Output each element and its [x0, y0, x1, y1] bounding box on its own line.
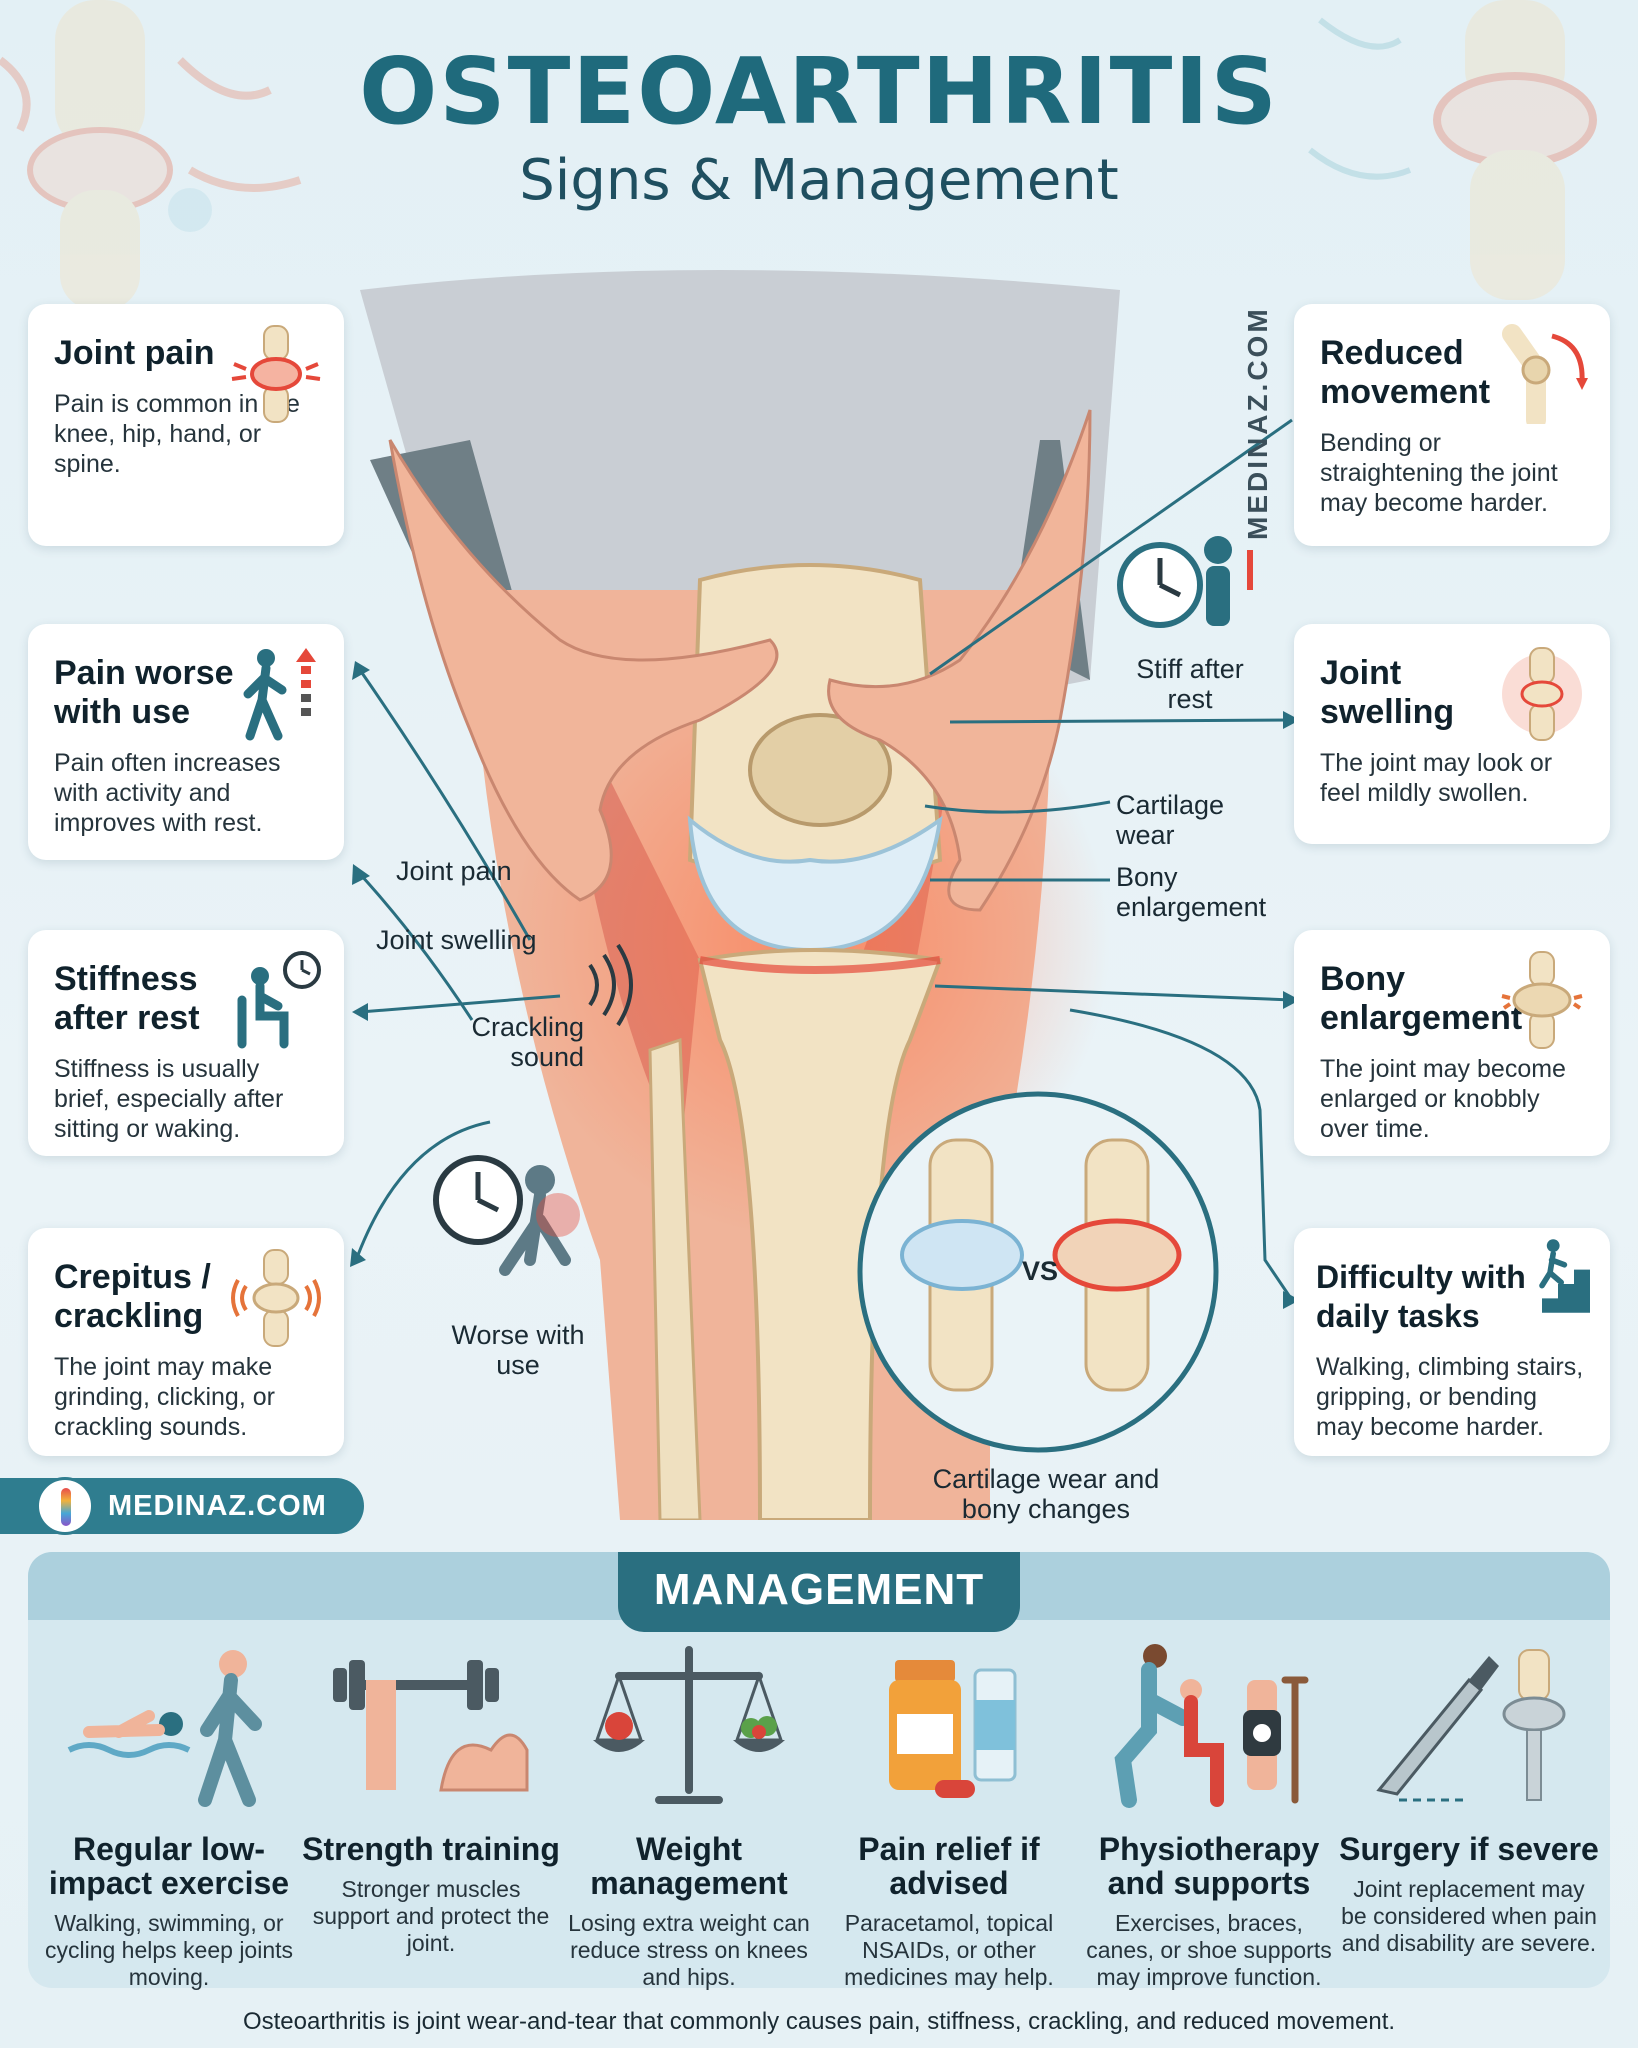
management-item-strength: Strength training Stronger muscles suppo…: [300, 1640, 562, 1957]
comparison-vs-label: VS: [1022, 1256, 1059, 1286]
callout-bony-enlargement: Bony enlargement: [1116, 862, 1267, 922]
sign-card-reduced-movement: Reduced movement Bending or straightenin…: [1294, 304, 1610, 546]
callout-joint-pain: Joint pain: [396, 856, 512, 886]
swollen-joint-icon: [1502, 647, 1582, 741]
callout-stiff-after-rest: Stiff after rest: [1136, 654, 1244, 714]
sign-title: Joint pain: [54, 334, 215, 372]
page-subtitle: Signs & Management: [519, 148, 1119, 213]
management-item-desc: Walking, swimming, or cycling helps keep…: [44, 1910, 294, 1990]
seated-person-clock-icon: [237, 951, 321, 1049]
sign-card-bony-enlargement: Bony enlargement The joint may become en…: [1294, 930, 1610, 1156]
stairs-climber-icon: [1539, 1239, 1590, 1313]
sign-title: Stiffness after rest: [54, 960, 200, 1037]
management-item-title: Regular low-impact exercise: [48, 1831, 290, 1901]
management-item-desc: Paracetamol, topical NSAIDs, or other me…: [844, 1910, 1054, 1990]
sign-title: Reduced movement: [1320, 334, 1491, 411]
management-item-title: Physiotherapy and supports: [1098, 1831, 1320, 1901]
footer-summary: Osteoarthritis is joint wear-and-tear th…: [242, 2008, 1396, 2035]
management-item-title: Strength training: [302, 1831, 560, 1867]
knee-illustration: [350, 270, 1300, 1520]
sign-title: Bony enlargement: [1320, 960, 1523, 1037]
background-decor: [0, 0, 1597, 310]
management-title: MANAGEMENT: [618, 1552, 1020, 1632]
callout-worse-with-use: Worse with use: [451, 1320, 585, 1380]
enlarged-joint-icon: [1501, 951, 1583, 1049]
walking-person-icon: [243, 648, 316, 741]
sign-title: Pain worse with use: [54, 654, 234, 731]
callout-cartilage-wear: Cartilage wear: [1116, 790, 1225, 850]
management-item-physiotherapy: Physiotherapy and supports Exercises, br…: [1078, 1640, 1340, 1991]
sign-desc: Stiffness is usually brief, especially a…: [54, 1055, 284, 1143]
sign-desc: The joint may look or feel mildly swolle…: [1320, 749, 1553, 807]
swimmer-walker-icon: [67, 1650, 262, 1807]
sign-card-crepitus: Crepitus / crackling The joint may make …: [28, 1228, 344, 1456]
balance-scale-icon: [593, 1646, 785, 1804]
page-title: OSTEOARTHRITIS: [359, 38, 1279, 145]
management-item-desc: Exercises, braces, canes, or shoe suppor…: [1086, 1910, 1332, 1990]
watermark: MEDINAZ.COM: [1242, 306, 1273, 540]
sign-card-pain-worse-with-use: Pain worse with use Pain often increases…: [28, 624, 344, 860]
sign-title: Difficulty with daily tasks: [1316, 1259, 1526, 1334]
management-item-exercise: Regular low-impact exercise Walking, swi…: [38, 1640, 300, 1991]
management-item-desc: Joint replacement may be considered when…: [1341, 1876, 1597, 1956]
comparison-caption: Cartilage wear and bony changes: [932, 1464, 1160, 1524]
inflamed-joint-icon: [231, 325, 321, 423]
management-item-title: Pain relief if advised: [858, 1831, 1040, 1901]
sign-title: Joint swelling: [1320, 654, 1455, 731]
management-item-pain-relief: Pain relief if advised Paracetamol, topi…: [818, 1640, 1080, 1991]
physiotherapy-brace-icon: [1114, 1644, 1309, 1808]
callout-joint-swelling: Joint swelling: [376, 925, 537, 955]
management-item-title: Surgery if severe: [1339, 1831, 1599, 1867]
management-item-surgery: Surgery if severe Joint replacement may …: [1338, 1640, 1600, 1957]
sign-card-stiffness-after-rest: Stiffness after rest Stiffness is usuall…: [28, 930, 344, 1156]
sign-desc: The joint may make grinding, clicking, o…: [54, 1353, 275, 1441]
brand-name: MEDINAZ.COM: [108, 1489, 327, 1522]
sign-desc: Pain often increases with activity and i…: [54, 749, 281, 837]
sign-desc: The joint may become enlarged or knobbly…: [1320, 1055, 1566, 1143]
sign-desc: Pain is common in the knee, hip, hand, o…: [54, 390, 300, 478]
sign-card-joint-pain: Joint pain Pain is common in the knee, h…: [28, 304, 344, 546]
sign-title: Crepitus / crackling: [54, 1258, 211, 1335]
bending-knee-icon: [1502, 324, 1588, 424]
brand-tag[interactable]: MEDINAZ.COM: [0, 1477, 364, 1535]
management-item-desc: Losing extra weight can reduce stress on…: [568, 1910, 810, 1990]
management-item-desc: Stronger muscles support and protect the…: [312, 1876, 550, 1956]
medicine-bottle-icon: [889, 1660, 1017, 1798]
sign-desc: Bending or straightening the joint may b…: [1320, 429, 1558, 517]
management-item-weight: Weight management Losing extra weight ca…: [558, 1640, 820, 1991]
management-item-title: Weight management: [590, 1831, 788, 1901]
sign-desc: Walking, climbing stairs, gripping, or b…: [1316, 1353, 1584, 1441]
scalpel-implant-icon: [1376, 1649, 1566, 1802]
sign-card-joint-swelling: Joint swelling The joint may look or fee…: [1294, 624, 1610, 844]
dumbbell-arm-icon: [333, 1660, 529, 1792]
brand-logo-icon: [36, 1477, 94, 1535]
crackling-joint-icon: [231, 1249, 321, 1347]
callout-crackling-sound: Crackling sound: [471, 1012, 584, 1072]
sign-card-difficulty-daily-tasks: Difficulty with daily tasks Walking, cli…: [1294, 1228, 1610, 1456]
